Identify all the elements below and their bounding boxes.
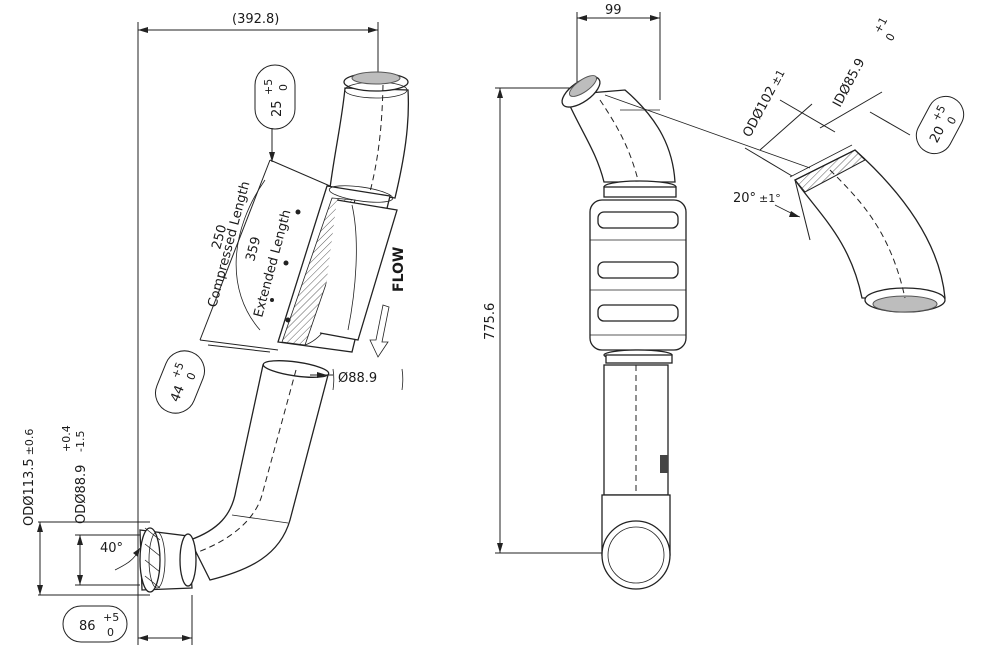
- pill-25: 25 +5 0: [254, 64, 296, 130]
- pill-44: 44 +5 0: [155, 350, 205, 414]
- id-859-label: IDØ85.9: [830, 56, 868, 110]
- pill-20: 20 +5 0: [915, 95, 965, 155]
- svg-text:0: 0: [277, 84, 290, 91]
- svg-text:0: 0: [107, 626, 114, 639]
- od-102-label: ODØ102±1: [740, 67, 788, 140]
- top-width-label: (392.8): [232, 12, 279, 27]
- svg-text:+0.4: +0.4: [60, 425, 73, 452]
- svg-text:+5: +5: [169, 360, 187, 380]
- od-889-label: ODØ88.9: [74, 465, 89, 524]
- height-7756-label: 775.6: [483, 303, 498, 340]
- flow-label: FLOW: [391, 247, 407, 292]
- svg-text:+5: +5: [103, 611, 119, 624]
- lower-pipe: [189, 360, 330, 581]
- front-view: 99 775.6: [483, 3, 687, 590]
- flow-arrow-icon: [369, 304, 390, 358]
- dia-889-label: Ø88.9: [338, 371, 377, 386]
- svg-text:+5: +5: [262, 79, 275, 95]
- outlet-flange: [139, 527, 197, 593]
- left-view: (392.8) 25 +5 0: [22, 12, 410, 645]
- svg-text:-1.5: -1.5: [74, 431, 87, 452]
- angle-40-label: 40°: [100, 541, 123, 556]
- svg-text:25: 25: [270, 100, 285, 117]
- svg-text:86: 86: [79, 619, 96, 634]
- svg-text:0: 0: [883, 31, 898, 43]
- svg-text:44: 44: [168, 383, 188, 404]
- extended-value: 359: [243, 235, 264, 263]
- angle-20-label: 20°±1°: [733, 191, 781, 206]
- od-1135-label: ODØ113.5±0.6: [22, 429, 37, 526]
- compressed-value: 250: [209, 223, 230, 251]
- upper-elbow: [329, 71, 410, 199]
- pill-86: 86 +5 0: [62, 605, 128, 643]
- svg-text:0: 0: [184, 371, 199, 382]
- flex-section: [270, 185, 398, 353]
- width-99-label: 99: [605, 3, 622, 18]
- svg-text:20: 20: [927, 124, 948, 146]
